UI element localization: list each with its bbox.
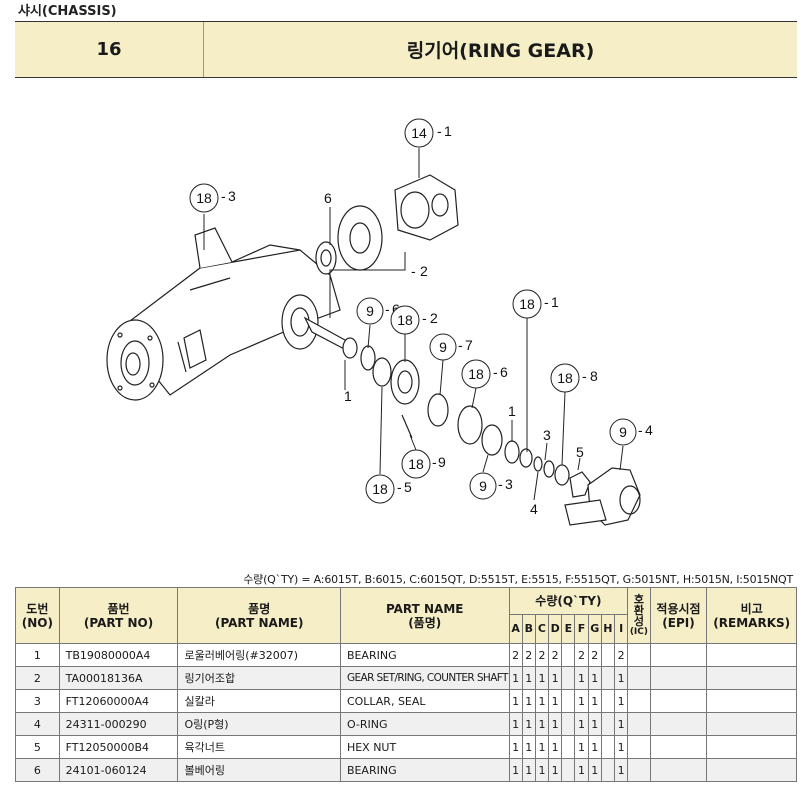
svg-text:1: 1: [508, 403, 516, 419]
callout-14-1: 14 - 1: [404, 118, 452, 148]
svg-text:9: 9: [479, 478, 487, 494]
callout-1-left: 1: [344, 388, 352, 404]
callout-9-4: 9 - 4: [609, 418, 653, 446]
svg-text:-: -: [432, 454, 437, 470]
group-number: 16: [15, 22, 204, 77]
table-row: 5 FT12050000B4 육각너트 HEX NUT 1 1 1 1 1 1 …: [15, 735, 797, 759]
svg-text:9: 9: [619, 424, 627, 440]
callout-18-5: 18 - 5: [365, 474, 412, 504]
exploded-parts-diagram: 14 - 1 18 - 3 6 - 2 9 - 6 18 - 2: [106, 118, 653, 526]
svg-text:14: 14: [411, 125, 427, 141]
callout-2: - 2: [411, 263, 428, 279]
parts-table: 도번(NO) 품번(PART NO) 품명(PART NAME) PART NA…: [15, 587, 797, 782]
page-title: 링기어(RING GEAR): [406, 40, 595, 62]
callout-4: 4: [530, 501, 538, 517]
col-qty-e: E: [561, 614, 576, 644]
svg-text:-: -: [493, 364, 498, 380]
callout-1-right: 1: [508, 403, 516, 419]
col-qty-b: B: [521, 614, 536, 644]
svg-text:-: -: [397, 479, 402, 495]
quantity-legend: 수량(Q`TY) = A:6015T, B:6015, C:6015QT, D:…: [243, 573, 793, 586]
svg-text:-: -: [638, 422, 643, 438]
svg-text:18: 18: [468, 366, 484, 382]
col-qty-h: H: [600, 614, 616, 644]
svg-text:2: 2: [420, 263, 428, 279]
col-part-name-en: PART NAME(품명): [339, 587, 510, 644]
callout-6: 6: [324, 190, 332, 206]
svg-text:18: 18: [372, 481, 388, 497]
svg-text:-: -: [582, 368, 587, 384]
svg-text:-: -: [544, 294, 549, 310]
svg-text:18: 18: [397, 312, 413, 328]
svg-text:8: 8: [590, 368, 598, 384]
svg-text:18: 18: [196, 190, 212, 206]
svg-text:3: 3: [228, 188, 236, 204]
table-row: 6 24101-060124 볼베어링 BEARING 1 1 1 1 1 1 …: [15, 758, 797, 782]
callout-18-8: 18 - 8: [550, 363, 598, 393]
svg-text:1: 1: [551, 294, 559, 310]
svg-text:18: 18: [519, 296, 535, 312]
callout-18-6: 18 - 6: [461, 359, 508, 389]
callout-9-7: 9 - 7: [429, 333, 473, 361]
callout-5: 5: [576, 444, 584, 460]
col-qty-a: A: [508, 614, 523, 644]
callout-18-9: 18 - 9: [401, 449, 446, 479]
col-qty-c: C: [534, 614, 550, 644]
col-part-name-kr: 품명(PART NAME): [177, 587, 341, 644]
table-header-row: 도번(NO) 품번(PART NO) 품명(PART NAME) PART NA…: [15, 587, 797, 644]
svg-text:6: 6: [500, 364, 508, 380]
page-header: 16 링기어(RING GEAR): [15, 21, 797, 78]
svg-text:3: 3: [505, 476, 513, 492]
table-row: 4 24311-000290 O링(P형) O-RING 1 1 1 1 1 1…: [15, 712, 797, 736]
svg-text:9: 9: [366, 303, 374, 319]
svg-text:7: 7: [465, 337, 473, 353]
svg-text:3: 3: [543, 427, 551, 443]
svg-text:6: 6: [324, 190, 332, 206]
svg-text:-: -: [411, 263, 416, 279]
diagram-linework: [106, 174, 641, 526]
svg-text:1: 1: [444, 123, 452, 139]
svg-text:-: -: [458, 337, 463, 353]
col-no: 도번(NO): [15, 587, 60, 644]
callout-18-3: 18 - 3: [189, 183, 236, 213]
table-row: 3 FT12060000A4 실칼라 COLLAR, SEAL 1 1 1 1 …: [15, 689, 797, 713]
svg-text:2: 2: [430, 310, 438, 326]
svg-text:-: -: [422, 310, 427, 326]
callout-18-1-a: 18 - 1: [512, 289, 559, 319]
col-qty-d: D: [548, 614, 563, 644]
callout-sub: -: [437, 123, 442, 139]
table-body: 1 TB19080000A4 로울러베어링(#32007) BEARING 2 …: [15, 643, 797, 782]
svg-text:-: -: [498, 476, 503, 492]
svg-text:18: 18: [408, 456, 424, 472]
svg-text:9: 9: [438, 454, 446, 470]
leader-lines: [203, 148, 624, 501]
col-part-no: 품번(PART NO): [58, 587, 179, 644]
section-title: 샤시(CHASSIS): [18, 4, 117, 19]
callout-9-3: 9 - 3: [469, 472, 513, 500]
col-epi: 적용시점(EPI): [649, 587, 708, 644]
svg-text:4: 4: [530, 501, 538, 517]
table-row: 1 TB19080000A4 로울러베어링(#32007) BEARING 2 …: [15, 643, 797, 667]
svg-text:18: 18: [557, 370, 573, 386]
svg-text:5: 5: [576, 444, 584, 460]
callouts: 14 - 1 18 - 3 6 - 2 9 - 6 18 - 2: [189, 118, 653, 517]
svg-text:9: 9: [439, 339, 447, 355]
col-remarks: 비고(REMARKS): [706, 587, 797, 644]
col-qty-i: I: [613, 614, 629, 644]
col-qty-g: G: [587, 614, 602, 644]
callout-18-2: 18 - 2: [390, 305, 438, 335]
table-row: 2 TA00018136A 링기어조합 GEAR SET/RING, COUNT…: [15, 666, 797, 690]
svg-text:5: 5: [404, 479, 412, 495]
svg-text:-: -: [385, 301, 390, 317]
col-qty-group: 수량(Q`TY): [508, 587, 629, 615]
col-qty-f: F: [574, 614, 589, 644]
svg-text:-: -: [221, 188, 226, 204]
callout-3: 3: [543, 427, 551, 443]
svg-text:1: 1: [344, 388, 352, 404]
svg-text:4: 4: [645, 422, 653, 438]
